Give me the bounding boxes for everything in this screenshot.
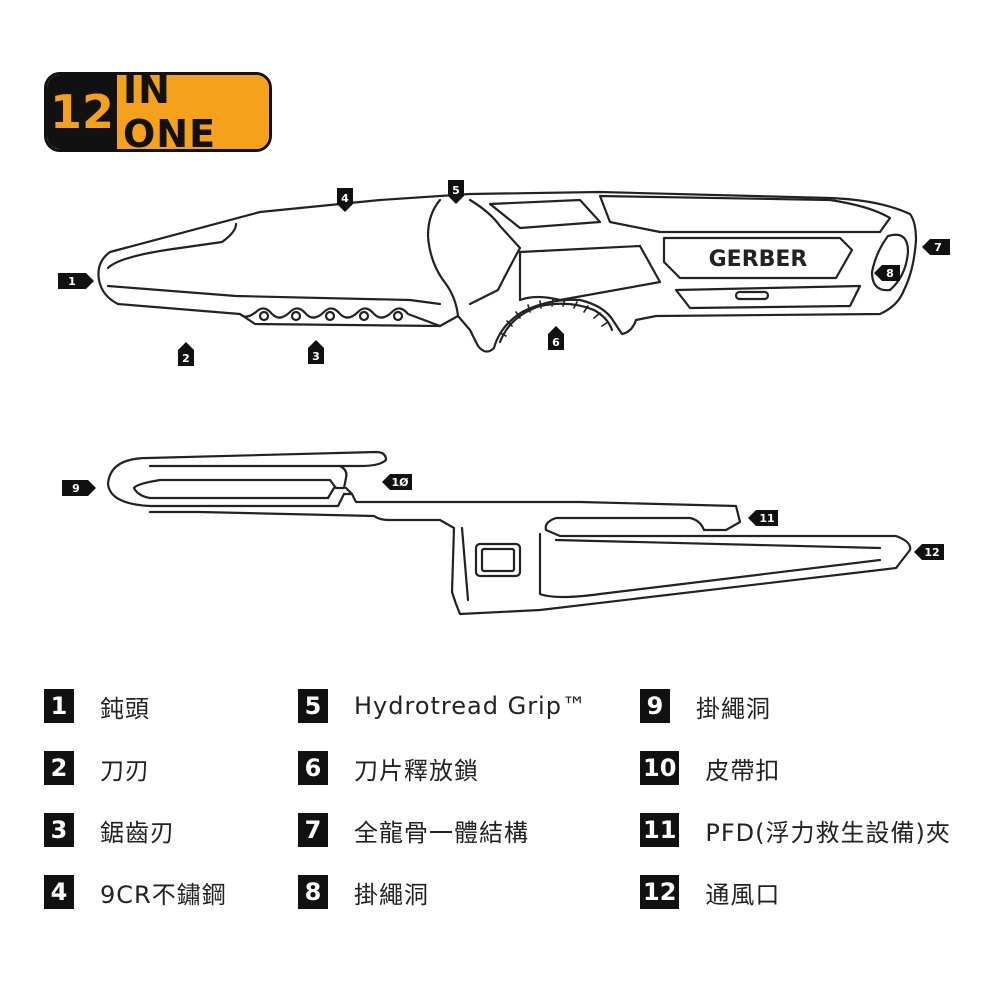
legend-number: 12: [640, 875, 680, 909]
svg-text:3: 3: [312, 350, 320, 363]
callout-4: 4: [337, 188, 353, 212]
legend-number: 9: [640, 689, 670, 723]
legend-item-6: 6 刀片釋放鎖: [298, 750, 479, 786]
legend-label: 鈍頭: [100, 694, 150, 723]
legend-number: 5: [298, 689, 328, 723]
legend-item-11: 11 PFD(浮力救生設備)夾: [640, 812, 951, 848]
callout-markers: 1 2 3 4 5: [58, 180, 950, 560]
sheath-outline: [106, 456, 912, 616]
legend-number: 4: [44, 875, 74, 909]
legend-item-1: 1 鈍頭: [44, 688, 150, 724]
lanyard-hole-outline: [870, 233, 910, 292]
callout-6: 6: [548, 326, 564, 350]
badge-12-in-one: 12 IN ONE: [44, 72, 272, 152]
legend-label: 刀片釋放鎖: [354, 756, 479, 785]
legend-number: 7: [298, 813, 328, 847]
legend-number: 8: [298, 875, 328, 909]
belt-clip-top: [146, 450, 388, 468]
handle-slot: [734, 290, 770, 301]
grip-panel-front: [468, 198, 522, 306]
svg-text:8: 8: [886, 267, 894, 280]
legend-item-7: 7 全龍骨一體結構: [298, 812, 529, 848]
legend-label: 皮帶扣: [705, 756, 781, 785]
feature-legend: 1 鈍頭 2 刀刃 3 鋸齒刃 4 9CR不鏽鋼 5 Hydrotread Gr…: [0, 680, 1000, 940]
svg-text:1Ø: 1Ø: [391, 476, 409, 489]
legend-number: 10: [640, 751, 680, 785]
serrations: [238, 307, 442, 328]
svg-text:4: 4: [341, 192, 349, 205]
legend-item-9: 9 掛繩洞: [640, 688, 771, 724]
sheath-vent-inner: [480, 547, 516, 573]
svg-text:6: 6: [552, 336, 560, 349]
grip-panel-top: [488, 198, 602, 230]
blade-release-gear: [498, 302, 614, 344]
svg-text:1: 1: [68, 275, 76, 288]
grip-panel-lower: [518, 244, 662, 302]
callout-2: 2: [178, 342, 194, 366]
legend-label: 9CR不鏽鋼: [100, 880, 227, 909]
blade-inner: [106, 222, 442, 306]
badge-number: 12: [47, 75, 117, 149]
legend-label: 刀刃: [100, 756, 150, 785]
svg-text:9: 9: [72, 482, 80, 495]
badge-text: IN ONE: [117, 75, 269, 149]
callout-5: 5: [448, 180, 464, 204]
callout-10: 1Ø: [382, 474, 412, 490]
brand-logo: GERBER: [709, 247, 808, 272]
legend-label: 掛繩洞: [354, 880, 429, 909]
legend-number: 11: [640, 813, 680, 847]
legend-number: 6: [298, 751, 328, 785]
belt-clip-notch: [326, 486, 354, 500]
callout-9: 9: [62, 480, 96, 496]
belt-clip-loop: [132, 464, 348, 500]
legend-label: 通風口: [705, 880, 781, 909]
grip-panel-upper: [598, 194, 892, 234]
callout-7: 7: [922, 239, 950, 255]
sheath-vent-window: [474, 542, 522, 578]
blade-handle-boundary: [426, 198, 460, 318]
legend-label: 全龍骨一體結構: [354, 818, 529, 847]
legend-item-4: 4 9CR不鏽鋼: [44, 874, 227, 910]
legend-number: 1: [44, 689, 74, 723]
svg-text:11: 11: [759, 512, 774, 525]
knife-illustration: GERBER: [97, 190, 918, 353]
legend-label: PFD(浮力救生設備)夾: [705, 818, 951, 847]
legend-label: 掛繩洞: [696, 694, 771, 723]
legend-number: 3: [44, 813, 74, 847]
knife-diagram: GERBER 1: [58, 180, 950, 616]
legend-item-10: 10 皮帶扣: [640, 750, 780, 786]
legend-label: Hydrotread Grip™: [354, 692, 587, 720]
callout-11: 11: [748, 510, 778, 526]
callout-8: 8: [874, 265, 900, 281]
legend-item-8: 8 掛繩洞: [298, 874, 429, 910]
callout-1: 1: [58, 273, 94, 289]
legend-number: 2: [44, 751, 74, 785]
callout-3: 3: [308, 340, 324, 364]
svg-text:5: 5: [452, 184, 460, 197]
callout-12: 12: [914, 544, 944, 560]
legend-item-2: 2 刀刃: [44, 750, 150, 786]
grip-panel-rear: [674, 284, 862, 310]
legend-item-3: 3 鋸齒刃: [44, 812, 175, 848]
sheath-inner-lines: [460, 526, 882, 602]
svg-text:7: 7: [934, 241, 942, 254]
logo-plate: [662, 236, 854, 280]
svg-text:12: 12: [924, 546, 939, 559]
sheath-illustration: [106, 450, 912, 616]
svg-text:2: 2: [182, 352, 190, 365]
legend-item-5: 5 Hydrotread Grip™: [298, 688, 587, 724]
legend-label: 鋸齒刃: [100, 818, 175, 847]
legend-item-12: 12 通風口: [640, 874, 780, 910]
blade-release-teeth: [499, 298, 609, 337]
